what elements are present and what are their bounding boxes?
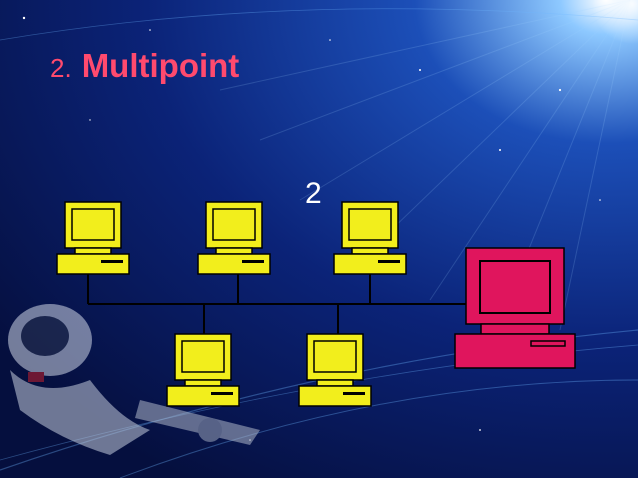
- drive-slot: [242, 260, 264, 263]
- link-lines: [87, 273, 466, 334]
- system-unit: [333, 253, 407, 275]
- drive-slot: [343, 392, 365, 395]
- astronaut-image: [8, 304, 260, 455]
- workstation-computer: [298, 333, 372, 407]
- screen: [313, 340, 357, 373]
- system-unit: [454, 333, 576, 369]
- screen: [71, 208, 115, 241]
- drive-slot: [101, 260, 123, 263]
- drive-slot: [378, 260, 400, 263]
- workstation-computer: [197, 201, 271, 275]
- monitor-stand: [480, 323, 550, 335]
- screen: [181, 340, 225, 373]
- monitor-stand: [351, 247, 389, 255]
- screen: [479, 260, 551, 314]
- system-unit: [166, 385, 240, 407]
- workstation-computer: [166, 333, 240, 407]
- screen: [212, 208, 256, 241]
- system-unit: [56, 253, 130, 275]
- title-text: Multipoint: [81, 47, 240, 84]
- light-rays: [219, 0, 631, 331]
- monitor-stand: [74, 247, 112, 255]
- title-number: 2.: [50, 53, 72, 83]
- workstation-computer: [333, 201, 407, 275]
- drive-slot: [211, 392, 233, 395]
- count-label: 2: [305, 177, 322, 210]
- monitor-stand: [316, 379, 354, 387]
- slide-title: 2. Multipoint: [50, 46, 239, 88]
- workstation-computer: [56, 201, 130, 275]
- system-unit: [197, 253, 271, 275]
- screen: [348, 208, 392, 241]
- monitor-stand: [215, 247, 253, 255]
- system-unit: [298, 385, 372, 407]
- server-computer: [454, 247, 576, 369]
- monitor-stand: [184, 379, 222, 387]
- drive-slot: [530, 340, 566, 347]
